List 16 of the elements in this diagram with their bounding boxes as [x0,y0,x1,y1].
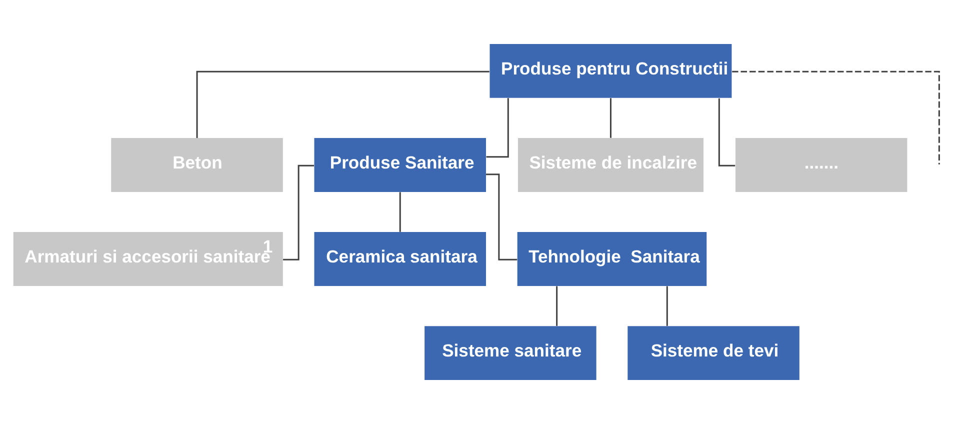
connector [486,98,509,158]
node-box: Sisteme de tevi [628,326,800,380]
connector [486,174,518,260]
node-box: Tehnologie Sanitara [517,232,707,286]
connector [666,286,668,326]
connector [399,192,401,232]
connector [718,98,736,166]
connector [196,70,490,138]
connector [610,98,612,138]
node-box: Produse pentru Constructii [490,44,732,98]
node-box: Ceramica sanitara [314,232,486,286]
node-box: Produse Sanitare [314,138,486,192]
node-box: ....... [735,138,908,192]
connector [732,70,940,164]
connector [556,286,558,326]
node-box: Sisteme sanitare [424,326,596,380]
